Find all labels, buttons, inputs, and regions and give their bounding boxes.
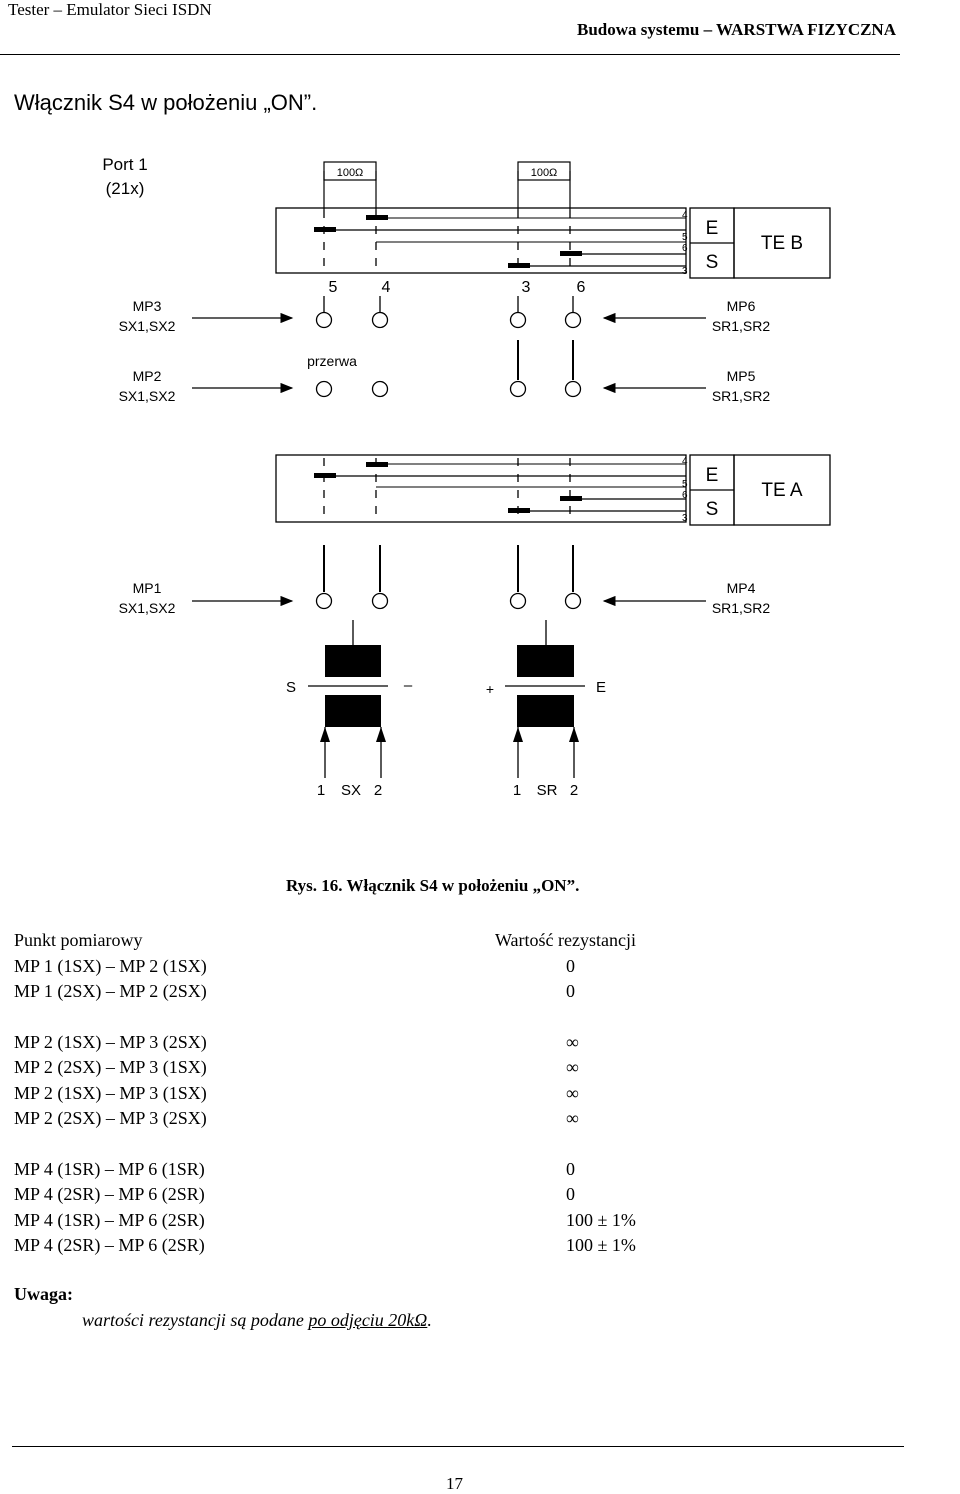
resistor-right bbox=[517, 161, 571, 210]
mp3-sub: SX1,SX2 bbox=[119, 318, 176, 334]
header-col-value: Wartość rezystancji bbox=[495, 930, 636, 950]
header-divider bbox=[0, 54, 900, 55]
sr-2: 2 bbox=[570, 782, 578, 799]
te-a-label: TE A bbox=[761, 480, 803, 501]
socket-top-contacts bbox=[314, 215, 582, 268]
te-a-box bbox=[689, 454, 831, 526]
bottom-s-label: S bbox=[286, 679, 296, 696]
bottom-e-label: E bbox=[596, 679, 606, 696]
mp4-sub: SR1,SR2 bbox=[712, 600, 771, 616]
top-pin-4: 4 bbox=[682, 210, 688, 221]
row-point: MP 2 (2SX) – MP 3 (1SX) bbox=[14, 1057, 207, 1077]
port-label-2: (21x) bbox=[106, 179, 145, 198]
pin-number-3: 3 bbox=[522, 279, 531, 296]
row-value: ∞ bbox=[566, 1082, 579, 1103]
przerwa-label: przerwa bbox=[307, 353, 357, 369]
row-value: ∞ bbox=[566, 1057, 579, 1077]
sx-1: 1 bbox=[317, 782, 325, 799]
row-point: MP 1 (2SX) – MP 2 (2SX) bbox=[14, 981, 207, 1001]
sx-label: SX bbox=[341, 782, 361, 799]
te-b-box bbox=[689, 207, 831, 279]
top-pin-6: 6 bbox=[682, 243, 688, 254]
pin-number-5: 5 bbox=[329, 279, 338, 296]
socket-bottom bbox=[275, 454, 687, 523]
resistor-left bbox=[323, 161, 377, 210]
mp-row-2-points bbox=[315, 340, 582, 398]
note-body: wartości rezystancji są podane po odjęci… bbox=[82, 1310, 432, 1331]
note-title: Uwaga: bbox=[14, 1284, 73, 1304]
row-point: MP 2 (1SX) – MP 3 (1SX) bbox=[14, 1082, 207, 1103]
section-title: Włącznik S4 w położeniu „ON”. bbox=[14, 90, 318, 115]
socket-top bbox=[275, 207, 687, 274]
row-value: 100 ± 1% bbox=[566, 1235, 636, 1255]
note-underlined: po odjęciu 20kΩ bbox=[308, 1310, 428, 1330]
pin-number-4: 4 bbox=[382, 279, 391, 296]
te-a-s-label: S bbox=[706, 499, 719, 520]
te-b-e-label: E bbox=[706, 218, 719, 239]
note-suffix: . bbox=[427, 1310, 432, 1330]
row-value: ∞ bbox=[566, 1108, 579, 1128]
mp5-label: MP5 bbox=[727, 368, 756, 384]
bottom-pin-5: 5 bbox=[682, 479, 688, 490]
mp4-label: MP4 bbox=[727, 580, 756, 596]
row-value: 0 bbox=[566, 1158, 575, 1179]
sx-2: 2 bbox=[374, 782, 382, 799]
row-point: MP 1 (1SX) – MP 2 (1SX) bbox=[14, 955, 207, 976]
row-point: MP 2 (2SX) – MP 3 (2SX) bbox=[14, 1108, 207, 1128]
footer-divider bbox=[12, 1446, 904, 1447]
mp2-label: MP2 bbox=[133, 368, 162, 384]
top-pin-3: 3 bbox=[682, 266, 688, 277]
te-b-label: TE B bbox=[761, 233, 803, 254]
bottom-pin-6: 6 bbox=[682, 490, 688, 501]
row-value: ∞ bbox=[566, 1031, 579, 1052]
row-point: MP 4 (1SR) – MP 6 (2SR) bbox=[14, 1209, 205, 1230]
row-point: MP 2 (1SX) – MP 3 (2SX) bbox=[14, 1031, 207, 1052]
figure-caption: Rys. 16. Włącznik S4 w położeniu „ON”. bbox=[286, 876, 580, 895]
row-value: 0 bbox=[566, 981, 575, 1001]
row-value: 0 bbox=[566, 955, 575, 976]
sr-1: 1 bbox=[513, 782, 521, 799]
mp6-sub: SR1,SR2 bbox=[712, 318, 771, 334]
mp1-sub: SX1,SX2 bbox=[119, 600, 176, 616]
pin-number-6: 6 bbox=[577, 279, 586, 296]
te-a-e-label: E bbox=[706, 465, 719, 486]
mp1-label: MP1 bbox=[133, 580, 162, 596]
bottom-pin-3: 3 bbox=[682, 513, 688, 524]
bottom-minus-label: – bbox=[404, 677, 413, 694]
te-b-s-label: S bbox=[706, 252, 719, 273]
mp-row-3-points bbox=[315, 545, 582, 610]
bottom-pin-4: 4 bbox=[682, 456, 688, 467]
note-prefix: wartości rezystancji są podane bbox=[82, 1310, 309, 1330]
mp2-sub: SX1,SX2 bbox=[119, 388, 176, 404]
top-pin-5: 5 bbox=[682, 232, 688, 243]
mp6-label: MP6 bbox=[727, 298, 756, 314]
row-point: MP 4 (2SR) – MP 6 (2SR) bbox=[14, 1184, 205, 1204]
resistor-left-label: 100Ω bbox=[337, 167, 364, 179]
port-label-1: Port 1 bbox=[102, 155, 147, 174]
mp5-sub: SR1,SR2 bbox=[712, 388, 771, 404]
row-value: 0 bbox=[566, 1184, 575, 1204]
transformers bbox=[308, 620, 585, 778]
mp-row-1-points bbox=[315, 296, 582, 329]
socket-bottom-contacts bbox=[314, 462, 582, 513]
page-number: 17 bbox=[446, 1474, 463, 1493]
bottom-plus-label: + bbox=[486, 681, 494, 697]
row-value: 100 ± 1% bbox=[566, 1209, 636, 1230]
header-col-point: Punkt pomiarowy bbox=[14, 930, 143, 950]
resistor-right-label: 100Ω bbox=[531, 167, 558, 179]
sr-label: SR bbox=[537, 782, 558, 799]
mp3-label: MP3 bbox=[133, 298, 162, 314]
header-right: Budowa systemu – WARSTWA FIZYCZNA bbox=[577, 20, 896, 39]
header-left: Tester – Emulator Sieci ISDN bbox=[8, 0, 212, 19]
circuit-diagram: Port 1 (21x) 100Ω 100Ω 4 5 6 3 bbox=[102, 155, 831, 799]
row-point: MP 4 (1SR) – MP 6 (1SR) bbox=[14, 1158, 205, 1179]
row-point: MP 4 (2SR) – MP 6 (2SR) bbox=[14, 1235, 205, 1255]
